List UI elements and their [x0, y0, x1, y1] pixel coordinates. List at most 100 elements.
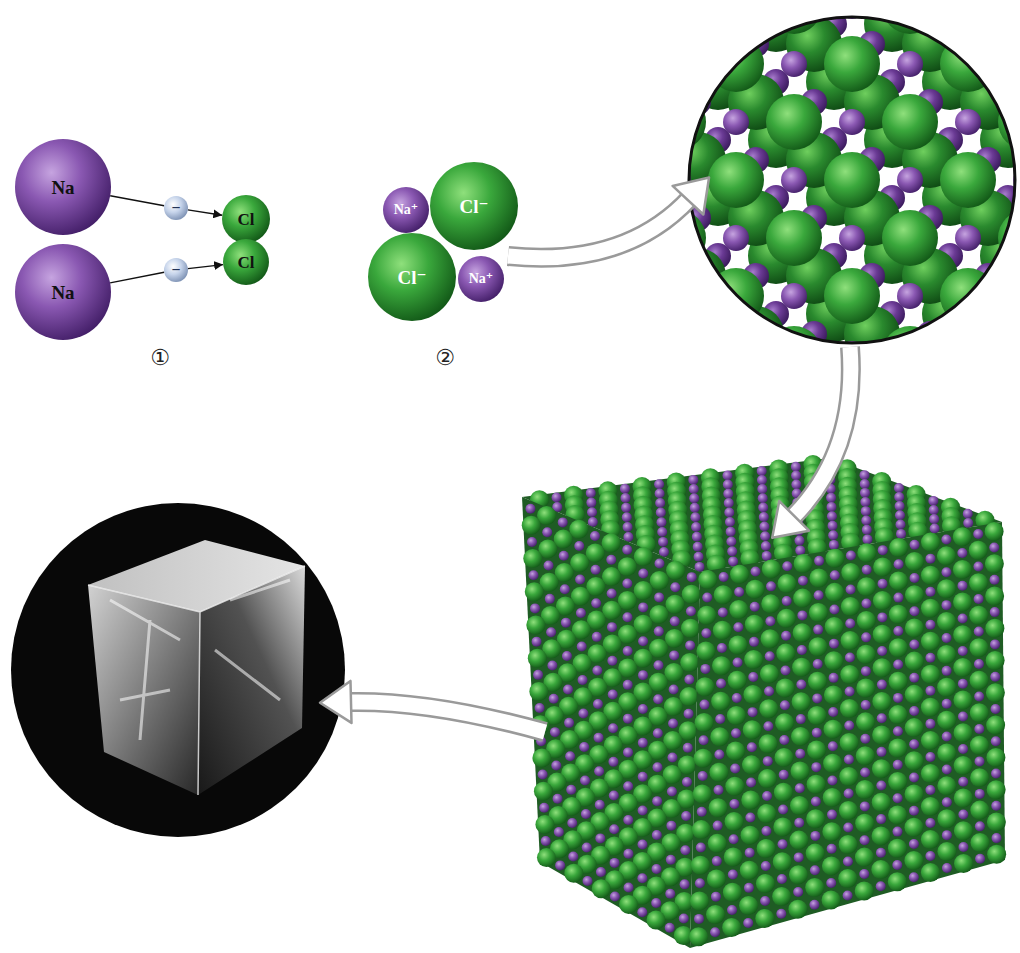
sodium-ion [710, 927, 720, 937]
chloride-ion [710, 727, 729, 746]
sodium-ion [989, 543, 999, 553]
chloride-ion [921, 599, 940, 618]
sodium-ion [748, 672, 758, 682]
sodium-ion [535, 703, 545, 713]
sodium-ion [638, 602, 648, 612]
chloride-ion [650, 326, 706, 382]
sodium-ion [592, 665, 602, 675]
process-arrow [508, 177, 709, 257]
sodium-ion [781, 167, 807, 193]
sodium-ion [797, 645, 807, 655]
ion-label: Na [51, 283, 74, 302]
sodium-ion [827, 775, 837, 785]
sphere-fill [383, 187, 429, 233]
chloride-ion [772, 887, 791, 906]
sodium-ion [910, 540, 920, 550]
sodium-ion [762, 791, 772, 801]
sodium-ion [698, 771, 708, 781]
sphere-fill [368, 233, 456, 321]
sodium-ion [958, 842, 968, 852]
chloride-ion [528, 649, 547, 668]
zoom-border [689, 17, 1015, 343]
sodium-ion [692, 532, 702, 542]
chloride-ion [1018, 364, 1020, 420]
chloride-ion [953, 691, 972, 710]
chloride-ion [970, 703, 989, 722]
chloride-ion [889, 605, 908, 624]
sodium-ion [975, 821, 985, 831]
sodium-ion [925, 686, 935, 696]
sodium-ion [693, 542, 703, 552]
sodium-ion [669, 684, 679, 694]
chloride-ion [692, 820, 711, 839]
chloride-ion [888, 705, 907, 724]
chloride-ion [670, 16, 726, 72]
sodium-ion [723, 109, 749, 135]
sodium-ion [1013, 399, 1020, 425]
sodium-ion [637, 839, 647, 849]
zoom-ground [689, 17, 1015, 343]
sodium-ion [878, 545, 888, 555]
chloride-ion [970, 768, 989, 787]
arrow-outline [508, 198, 690, 258]
chloride-ion [986, 683, 1005, 702]
sodium-ion [549, 694, 559, 704]
sodium-ion [724, 507, 734, 517]
sodium-ion [623, 815, 633, 825]
sodium-ion [861, 632, 871, 642]
sodium-ion [973, 562, 983, 572]
sodium-ion [715, 714, 725, 724]
chloride-ion [872, 726, 891, 745]
sodium-ion [893, 726, 903, 736]
crystal-right [198, 566, 305, 795]
sodium-ion [843, 857, 853, 867]
sodium-ion [973, 529, 983, 539]
step-number: ② [435, 345, 455, 370]
chloride-ion [711, 692, 730, 711]
sodium-ion [651, 898, 661, 908]
sodium-ion [689, 484, 699, 494]
chloride-ion [724, 847, 743, 866]
sodium-ion [656, 508, 666, 518]
sodium-ion [991, 736, 1001, 746]
sodium-ion [795, 783, 805, 793]
ion-label: Cl [238, 211, 255, 228]
ion-sphere: Na⁺ [458, 256, 504, 302]
sodium-ion [562, 651, 572, 661]
chloride-ion [722, 918, 741, 937]
chloride-ion [632, 112, 688, 168]
chloride-ion [792, 692, 811, 711]
chloride-ion [841, 597, 860, 616]
sodium-ion [583, 876, 593, 886]
sodium-ion [830, 570, 840, 580]
sodium-ion [638, 670, 648, 680]
chloride-ion [529, 682, 548, 701]
sodium-ion [733, 622, 743, 632]
sodium-ion [665, 889, 675, 899]
chloride-ion [794, 554, 813, 573]
chloride-ion [757, 804, 776, 823]
sodium-ion [596, 867, 606, 877]
chloride-ion [714, 585, 733, 604]
sodium-ion [718, 607, 728, 617]
sodium-ion [532, 637, 542, 647]
sodium-ion [839, 225, 865, 251]
chloride-ion [592, 36, 648, 92]
sodium-ion [845, 687, 855, 697]
chloride-ion [905, 718, 924, 737]
sodium-ion [794, 818, 804, 828]
sodium-ion [575, 574, 585, 584]
sodium-ion [791, 479, 801, 489]
sodium-ion [813, 659, 823, 669]
sodium-ion [781, 283, 807, 309]
sodium-ion [714, 785, 724, 795]
sodium-ion [651, 864, 661, 874]
ion-sphere: Na [15, 139, 111, 235]
chloride-ion [777, 574, 796, 593]
chloride-ion [921, 863, 940, 882]
chloride-ion [805, 878, 824, 897]
chloride-ion [855, 814, 874, 833]
sodium-ion [779, 735, 789, 745]
